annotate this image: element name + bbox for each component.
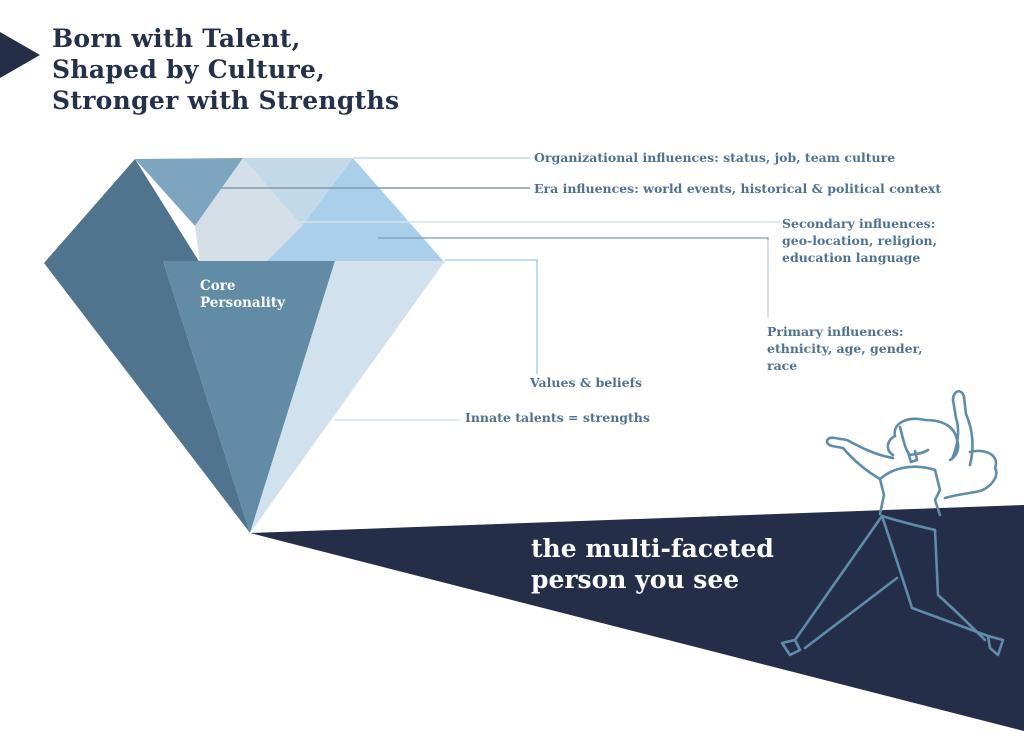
- label-secondary-2: geo-location, religion,: [782, 233, 937, 248]
- facet-crown-pale: [195, 158, 302, 263]
- label-primary-1: Primary influences:: [767, 324, 904, 339]
- facet-pavilion-left: [44, 261, 250, 533]
- facet-crown-ice: [243, 158, 353, 226]
- title-line-2: Shaped by Culture,: [52, 55, 325, 84]
- page-title: Born with Talent, Shaped by Culture, Str…: [52, 24, 399, 115]
- label-primary: Primary influences: ethnicity, age, gend…: [767, 324, 923, 373]
- label-values: Values & beliefs: [529, 375, 642, 390]
- dancing-person-icon: [780, 390, 1005, 657]
- label-organizational: Organizational influences: status, job, …: [534, 150, 895, 165]
- title-line-3: Stronger with Strengths: [52, 86, 399, 115]
- label-primary-3: race: [767, 358, 797, 373]
- facet-crown-sky: [265, 158, 445, 263]
- diamond: Core Personality: [44, 158, 445, 533]
- facet-crown-steel: [135, 158, 243, 226]
- leader-primary: [378, 237, 769, 318]
- title-arrow-icon: [0, 32, 40, 78]
- leader-lines: [220, 157, 780, 421]
- core-personality-label-1: Core: [200, 278, 235, 294]
- tagline-line-1: the multi-faceted: [531, 534, 774, 563]
- spotlight-beam: [250, 505, 1024, 731]
- label-secondary-3: education language: [782, 250, 920, 265]
- label-primary-2: ethnicity, age, gender,: [767, 341, 923, 356]
- label-secondary-1: Secondary influences:: [782, 216, 935, 231]
- tagline-line-2: person you see: [531, 565, 739, 594]
- facet-crown-left: [44, 159, 200, 263]
- core-personality-label-2: Personality: [200, 295, 286, 311]
- leader-values: [445, 259, 538, 374]
- facet-core-personality: [163, 261, 335, 533]
- title-line-1: Born with Talent,: [52, 24, 301, 53]
- facet-pavilion-right: [250, 261, 445, 533]
- label-secondary: Secondary influences: geo-location, reli…: [782, 216, 937, 265]
- label-innate: Innate talents = strengths: [465, 410, 650, 425]
- label-era: Era influences: world events, historical…: [534, 181, 941, 196]
